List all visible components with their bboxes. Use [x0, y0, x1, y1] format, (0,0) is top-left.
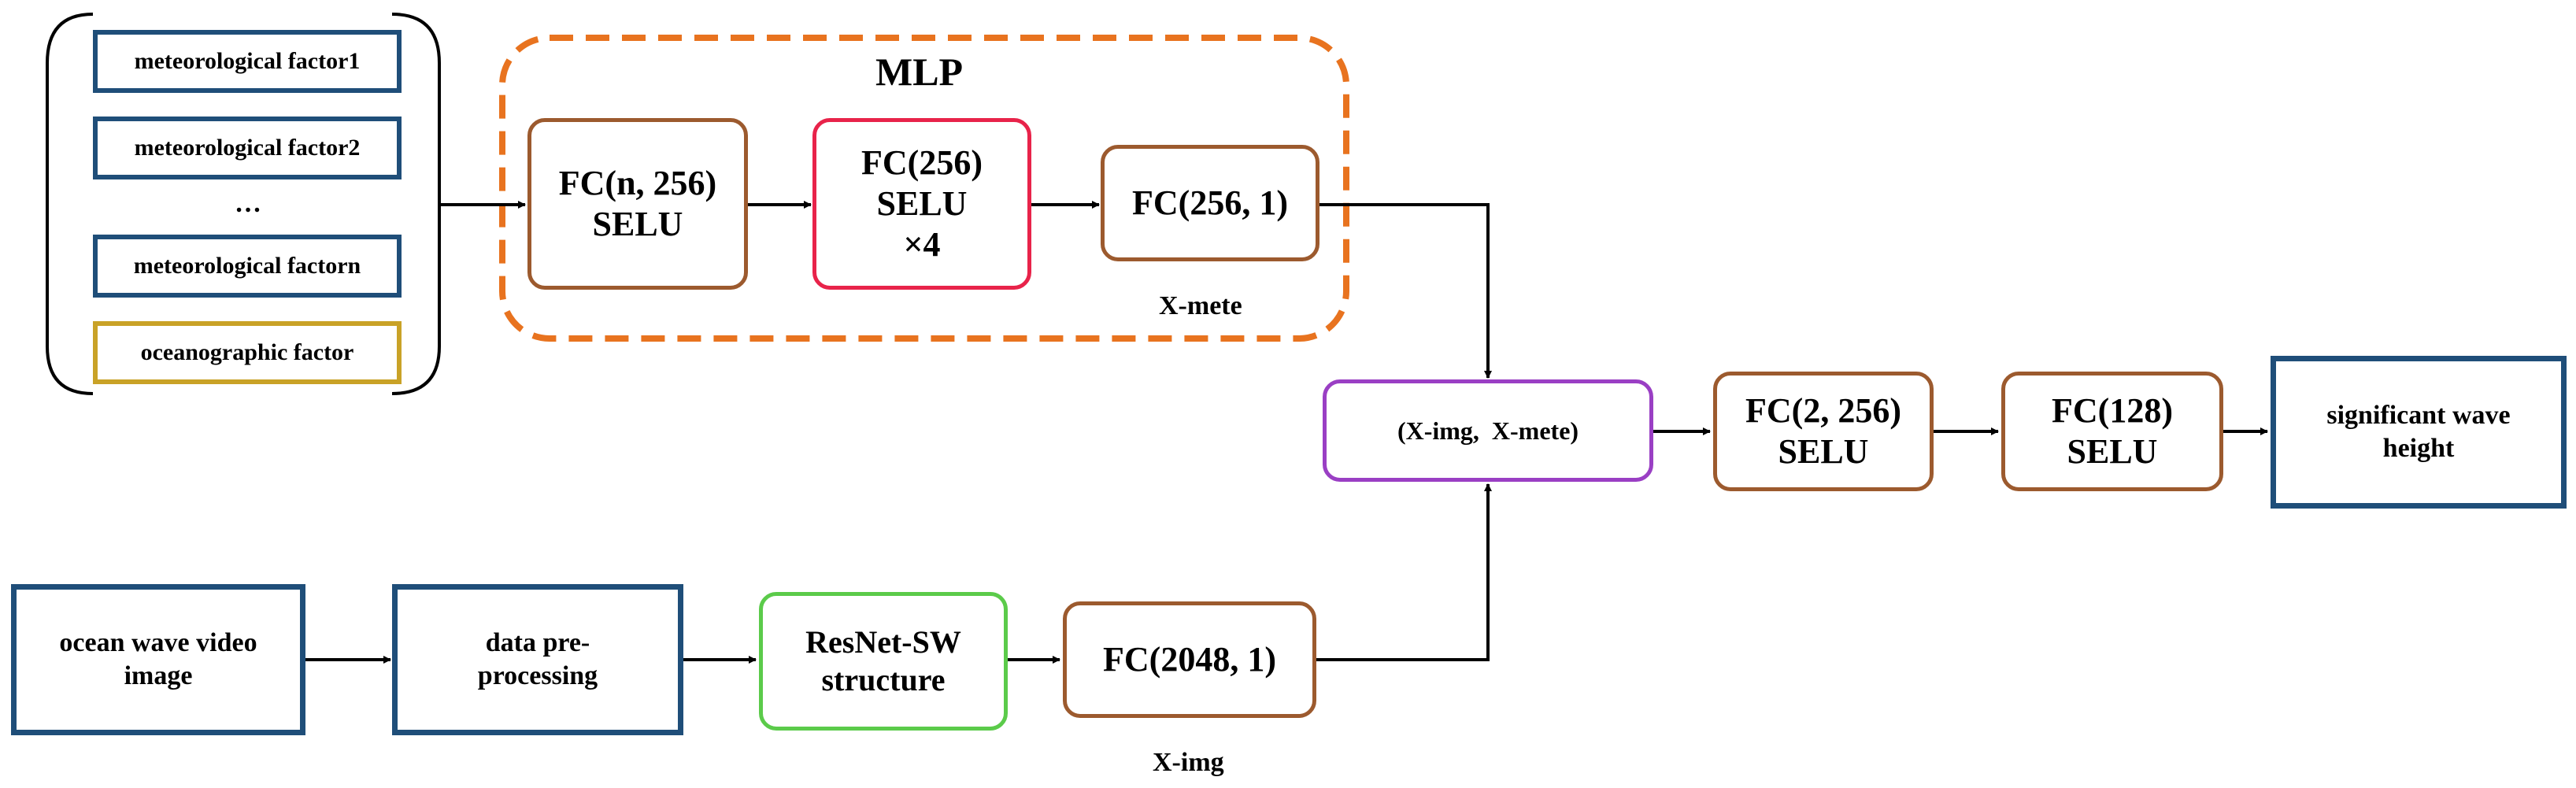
mlp-fc-n-256-label: FC(n, 256) SELU: [558, 164, 717, 243]
resnet-sw-structure-label: ResNet-SW structure: [805, 624, 961, 697]
fusion-fc-2-256-label: FC(2, 256) SELU: [1745, 391, 1901, 471]
fusion-fc-128-box: FC(128) SELU: [2001, 372, 2223, 491]
oceanographic-factor-box: oceanographic factor: [93, 321, 402, 384]
meteorological-factor2-label: meteorological factor2: [134, 135, 361, 161]
meteorological-factorn-label: meteorological factorn: [133, 253, 361, 279]
fc-2048-1-label: FC(2048, 1): [1103, 640, 1276, 679]
fusion-fc-2-256-box: FC(2, 256) SELU: [1713, 372, 1934, 491]
meteorological-factor2-box: meteorological factor2: [93, 117, 402, 179]
mlp-fc-n-256-box: FC(n, 256) SELU: [527, 118, 748, 290]
ocean-wave-video-image-box: ocean wave video image: [11, 584, 305, 735]
mlp-fc-256-1-box: FC(256, 1): [1101, 145, 1319, 261]
factor-ellipsis: …: [235, 189, 261, 218]
x-img-label: X-img: [1153, 748, 1224, 777]
significant-wave-height-box: significant wave height: [2271, 356, 2567, 509]
fusion-fc-128-label: FC(128) SELU: [2052, 391, 2173, 471]
resnet-sw-structure-box: ResNet-SW structure: [759, 592, 1008, 731]
mlp-fc-256-1-label: FC(256, 1): [1132, 183, 1288, 223]
concat-x-img-x-mete-label: (X-img, X-mete): [1397, 416, 1579, 445]
meteorological-factor1-box: meteorological factor1: [93, 30, 402, 93]
meteorological-factorn-box: meteorological factorn: [93, 235, 402, 298]
concat-x-img-x-mete-box: (X-img, X-mete): [1323, 379, 1653, 482]
data-preprocessing-box: data pre- processing: [392, 584, 683, 735]
fc-2048-1-box: FC(2048, 1): [1063, 601, 1316, 718]
mlp-title: MLP: [875, 50, 964, 94]
x-mete-label: X-mete: [1159, 291, 1242, 320]
mlp-boundary: [499, 35, 1349, 342]
data-preprocessing-label: data pre- processing: [477, 627, 598, 691]
oceanographic-factor-label: oceanographic factor: [140, 339, 354, 365]
ocean-wave-video-image-label: ocean wave video image: [59, 627, 257, 691]
mlp-fc-256-label: FC(256) SELU ×4: [861, 143, 983, 264]
significant-wave-height-label: significant wave height: [2326, 400, 2511, 464]
mlp-fc-256-box: FC(256) SELU ×4: [812, 118, 1031, 290]
meteorological-factor1-label: meteorological factor1: [134, 48, 361, 74]
input-group-left-bracket: [46, 13, 94, 395]
